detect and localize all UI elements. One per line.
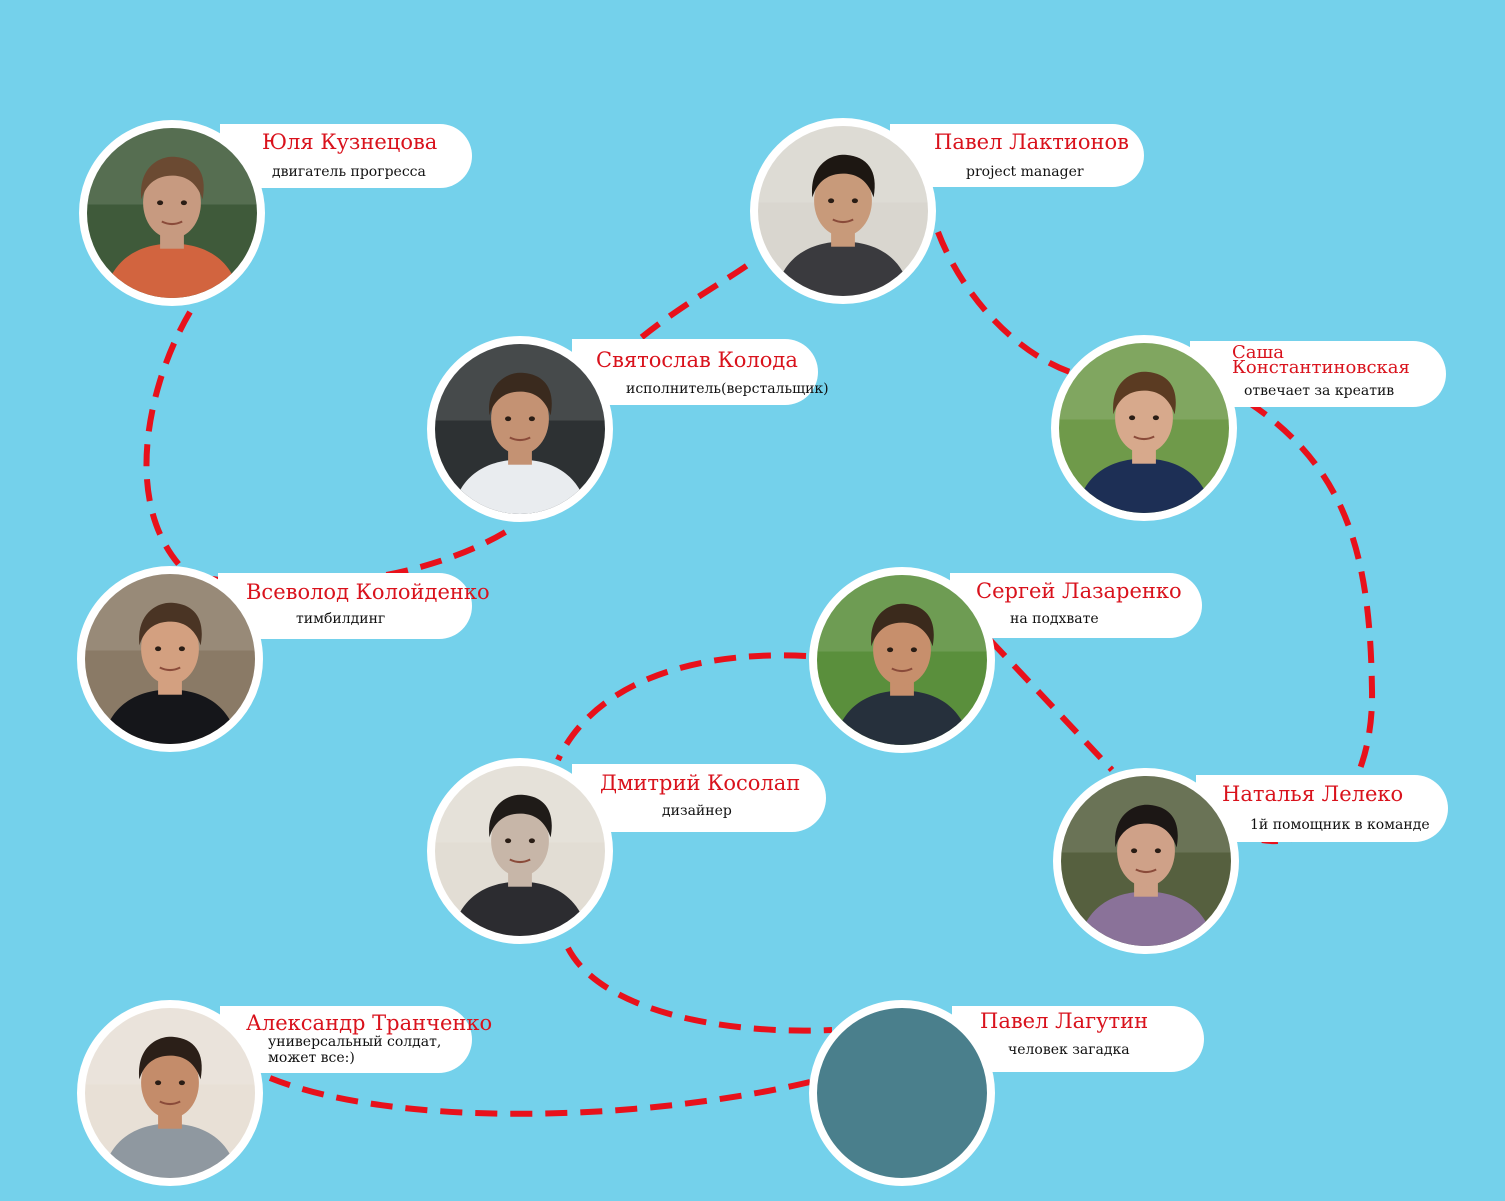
connector-dmitriy-pavel-lag [565, 946, 833, 1034]
connector-pavel-l-sasha [935, 230, 1072, 375]
member-role: дизайнер [662, 803, 732, 819]
member-name: Дмитрий Косолап [600, 771, 801, 795]
member-name: Сергей Лазаренко [976, 579, 1182, 603]
name-card: Дмитрий Косолап дизайнер [572, 764, 826, 832]
person-photo-icon [1051, 335, 1237, 521]
connector-sasha-natalya [1246, 399, 1376, 845]
person-photo-icon [750, 118, 936, 304]
person-photo-icon [809, 567, 995, 753]
member-role: project manager [966, 164, 1084, 180]
person-photo-icon [79, 120, 265, 306]
member-role: на подхвате [1010, 611, 1099, 627]
member-name: Наталья Лелеко [1222, 782, 1404, 806]
member-name: Александр Транченко [246, 1011, 493, 1035]
name-card: Саша Константиновская отвечает за креатив [1190, 341, 1446, 407]
member-name: Саша Константиновская [1232, 342, 1410, 379]
person-photo-icon [1053, 768, 1239, 954]
member-name: Святослав Колода [596, 348, 798, 372]
member-role: 1й помощник в команде [1250, 817, 1430, 833]
connector-sergey-natalya [987, 637, 1115, 773]
member-name: Павел Лактионов [934, 130, 1129, 154]
member-name: Павел Лагутин [980, 1009, 1149, 1033]
name-card: Юля Кузнецова двигатель прогресса [220, 124, 472, 188]
person-photo-icon [77, 566, 263, 752]
member-name: Всеволод Колойденко [246, 580, 490, 604]
person-photo-icon [427, 336, 613, 522]
member-name: Юля Кузнецова [262, 130, 438, 154]
member-role: отвечает за креатив [1244, 383, 1395, 399]
connector-svyatoslav-pavel-l [612, 259, 754, 363]
name-card: Павел Лактионов project manager [890, 124, 1144, 187]
connector-sergey-dmitriy [555, 652, 807, 762]
person-photo-icon [427, 758, 613, 944]
member-role: универсальный солдат, может все:) [268, 1034, 442, 1067]
connector-pavel-lag-aleksandr [268, 1075, 811, 1117]
name-card: Сергей Лазаренко на подхвате [950, 573, 1202, 638]
member-role: исполнитель(верстальщик) [626, 381, 829, 397]
member-role: двигатель прогресса [272, 164, 426, 180]
placeholder-avatar-icon [809, 1000, 995, 1186]
name-card: Павел Лагутин человек загадка [952, 1006, 1204, 1072]
name-card: Наталья Лелеко 1й помощник в команде [1196, 775, 1448, 842]
member-role: человек загадка [1008, 1042, 1130, 1058]
connector-yulia-vsevolod [143, 310, 193, 571]
name-card: Святослав Колода исполнитель(верстальщик) [572, 339, 829, 405]
person-photo-icon [77, 1000, 263, 1186]
name-card: Всеволод Колойденко тимбилдинг [218, 573, 490, 639]
member-role: тимбилдинг [296, 611, 386, 627]
